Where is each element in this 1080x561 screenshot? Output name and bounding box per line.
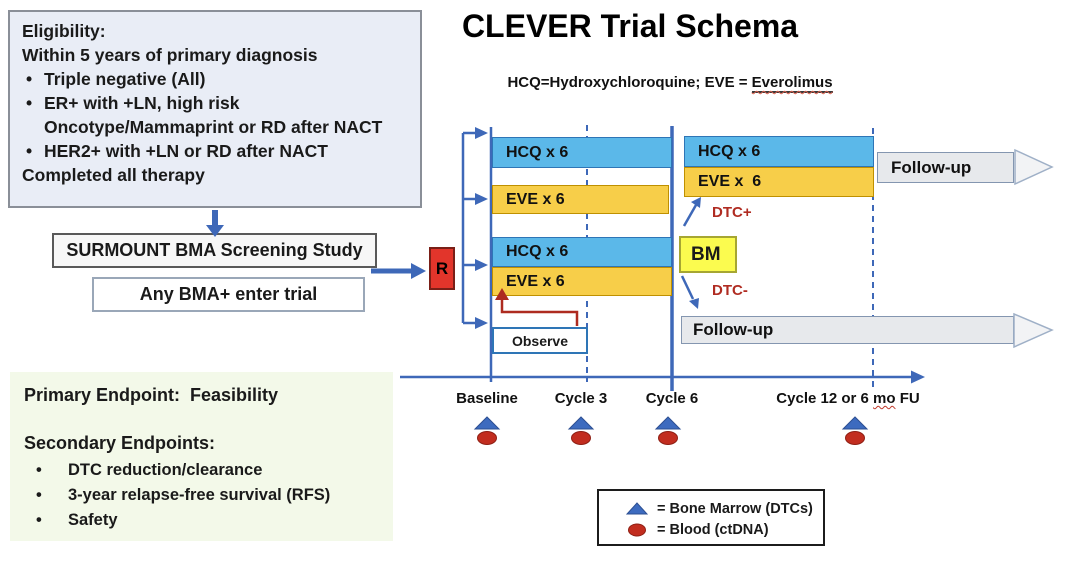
arm3-hcq-label: HCQ x 6 [506, 243, 569, 260]
followup-top-bar: Follow-up [877, 152, 1014, 183]
blood-dot-icon [845, 431, 865, 445]
bma-entry-box: Any BMA+ enter trial [92, 277, 365, 312]
eligibility-item: ER+ with +LN, high risk Oncotype/Mammapr… [22, 91, 410, 139]
followup-top-label: Follow-up [891, 157, 972, 177]
secondary-endpoints-heading: Secondary Endpoints: [24, 433, 216, 453]
randomization-branch-lines [461, 131, 476, 325]
followup-top-arrow-tip-icon [1014, 148, 1054, 186]
dtc-negative-label: DTC- [712, 282, 748, 299]
eligibility-item: HER2+ with +LN or RD after NACT [22, 139, 410, 163]
blood-dot-icon [625, 522, 649, 537]
eligibility-outro: Completed all therapy [22, 165, 205, 185]
branch-arrowheads-icon [475, 127, 488, 329]
randomization-box: R [429, 247, 455, 290]
page-title: CLEVER Trial Schema [461, 8, 799, 44]
eligibility-item: Triple negative (All) [22, 67, 410, 91]
arm2-eve-bar: EVE x 6 [492, 185, 669, 214]
abbreviation-key-text: HCQ=Hydroxychloroquine; EVE = [507, 74, 752, 91]
tick-cycle3: Cycle 3 [554, 390, 608, 407]
dtc-negative-arrow-icon [680, 275, 699, 309]
bone-marrow-triangle-icon [654, 416, 682, 430]
arm1-hcq-bar: HCQ x 6 [492, 137, 672, 168]
blood-markers [477, 431, 865, 445]
tick-cycle12: Cycle 12 or 6 mo FU [758, 390, 938, 407]
eligibility-intro: Within 5 years of primary diagnosis [22, 45, 318, 65]
arm2-eve-label: EVE x 6 [506, 190, 565, 208]
tick-cycle12-mo: mo [873, 390, 896, 407]
legend-item-bone-marrow: = Bone Marrow (DTCs) [625, 498, 823, 519]
blood-dot-icon [477, 431, 497, 445]
followup-bottom-label: Follow-up [693, 320, 774, 339]
continuation-hcq-bar: HCQ x 6 [684, 136, 874, 167]
tick-cycle12-suffix: FU [895, 390, 920, 407]
secondary-endpoint-item: Safety [24, 508, 385, 533]
tick-baseline: Baseline [456, 390, 518, 407]
followup-bottom-arrow-tip-icon [1013, 312, 1054, 349]
eligibility-heading: Eligibility: [22, 21, 106, 41]
continuation-eve-label: EVE x 6 [698, 173, 762, 190]
bone-marrow-assessment-box: BM [679, 236, 737, 273]
bone-marrow-triangle-icon [625, 501, 649, 516]
blood-dot-icon [658, 431, 678, 445]
right-arrow-to-r-icon [371, 263, 426, 279]
arm3-hcq-bar: HCQ x 6 [492, 237, 672, 267]
bone-marrow-triangle-icon [841, 416, 869, 430]
tick-cycle12-prefix: Cycle 12 or 6 [776, 390, 874, 407]
bone-marrow-triangle-icon [567, 416, 595, 430]
abbreviation-key-underlined: Everolimus [751, 74, 833, 93]
observe-box: Observe [492, 327, 588, 354]
secondary-endpoint-item: DTC reduction/clearance [24, 458, 385, 483]
eligibility-box: Eligibility: Within 5 years of primary d… [8, 10, 422, 208]
tick-cycle6: Cycle 6 [645, 390, 699, 407]
blood-dot-icon [571, 431, 591, 445]
legend-label: = Bone Marrow (DTCs) [657, 500, 813, 517]
legend-box: = Bone Marrow (DTCs) = Blood (ctDNA) [597, 489, 825, 546]
surmount-screening-box: SURMOUNT BMA Screening Study [52, 233, 377, 268]
abbreviation-key: HCQ=Hydroxychloroquine; EVE = Everolimus [500, 74, 840, 93]
eligibility-list: Triple negative (All) ER+ with +LN, high… [22, 67, 410, 163]
legend-item-blood: = Blood (ctDNA) [625, 519, 823, 540]
dtc-positive-arrow-icon [682, 197, 701, 227]
continuation-hcq-label: HCQ x 6 [698, 142, 761, 160]
bone-marrow-triangle-icon [473, 416, 501, 430]
bone-marrow-markers [473, 416, 869, 430]
arm3-eve-bar: EVE x 6 [492, 267, 672, 296]
dtc-positive-label: DTC+ [712, 204, 752, 221]
arm3-eve-label: EVE x 6 [506, 272, 565, 290]
secondary-endpoint-item: 3-year relapse-free survival (RFS) [24, 483, 385, 508]
continuation-eve-bar: EVE x 6 [684, 167, 874, 197]
endpoints-box: Primary Endpoint: Feasibility Secondary … [10, 372, 393, 541]
followup-bottom-bar: Follow-up [681, 316, 1014, 344]
time-axis-arrowhead-icon [911, 370, 925, 384]
primary-endpoint: Primary Endpoint: Feasibility [24, 385, 279, 405]
secondary-endpoints-list: DTC reduction/clearance 3-year relapse-f… [24, 458, 385, 533]
arm1-hcq-label: HCQ x 6 [506, 143, 569, 161]
legend-label: = Blood (ctDNA) [657, 521, 769, 538]
